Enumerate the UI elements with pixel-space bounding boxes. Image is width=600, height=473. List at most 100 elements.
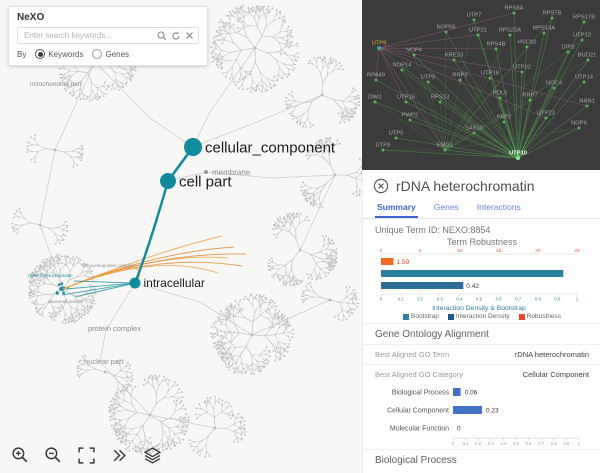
- network-node[interactable]: RPS22A: [499, 28, 521, 37]
- network-node[interactable]: UTP18: [481, 71, 499, 80]
- network-node[interactable]: UTP21: [469, 28, 487, 37]
- zoom-in-icon: [11, 446, 27, 462]
- reset-icon[interactable]: [171, 31, 181, 41]
- svg-text:0.4: 0.4: [500, 441, 506, 446]
- network-node[interactable]: UTP7: [467, 13, 482, 22]
- svg-text:15: 15: [496, 248, 502, 254]
- svg-text:0.23: 0.23: [486, 408, 499, 415]
- svg-text:UTP22: UTP22: [513, 65, 531, 71]
- svg-text:BUD21: BUD21: [578, 53, 597, 59]
- svg-text:KRE33: KRE33: [445, 53, 463, 59]
- genes-radio[interactable]: [92, 49, 103, 59]
- network-node[interactable]: UTP8: [376, 143, 391, 152]
- svg-text:0.8: 0.8: [551, 441, 557, 446]
- network-node[interactable]: UTP22: [513, 65, 531, 74]
- network-node[interactable]: UTP6: [421, 75, 436, 84]
- svg-text:10: 10: [457, 248, 463, 254]
- tree-term-label[interactable]: membrane: [212, 168, 251, 177]
- network-node[interactable]: SAS10: [465, 126, 483, 135]
- selected-term-label[interactable]: rDNA heterochromatin: [28, 273, 73, 278]
- network-node[interactable]: UTP15: [397, 95, 415, 104]
- zoom-out-button[interactable]: [41, 443, 65, 467]
- go-alignment-heading: Gene Ontology Alignment: [363, 323, 600, 344]
- svg-text:0.9: 0.9: [563, 441, 569, 446]
- tree-term-label[interactable]: ribonucleoprotein complex: [82, 263, 135, 268]
- network-node[interactable]: UTP23: [537, 111, 555, 120]
- network-node[interactable]: UTP14: [575, 75, 594, 84]
- svg-text:RPS17B: RPS17B: [573, 15, 595, 21]
- network-node[interactable]: UTP9: [372, 41, 387, 51]
- highlighted-term-node[interactable]: cellular_component: [184, 138, 336, 156]
- svg-text:UTP8: UTP8: [376, 143, 391, 149]
- network-node[interactable]: RPS13: [431, 95, 449, 104]
- network-node[interactable]: UTP10: [509, 151, 527, 161]
- network-node[interactable]: NOP6: [571, 121, 587, 130]
- tab-summary[interactable]: Summary: [375, 199, 418, 218]
- term-detail-panel: rDNA heterochromatin Summary Genes Inter…: [362, 170, 600, 473]
- svg-text:SAS10: SAS10: [465, 126, 483, 132]
- network-node[interactable]: RPS7B: [542, 11, 562, 20]
- svg-text:UTP10: UTP10: [509, 151, 527, 157]
- go-term-label: Best Aligned GO Term: [375, 350, 450, 359]
- network-node[interactable]: EMG1: [437, 143, 453, 152]
- interaction-network-pane[interactable]: UTP7 RPS8A RPS7B RPS17B NOP56 UTP21 RPS22A RPS1…: [362, 0, 600, 170]
- svg-text:NOP6: NOP6: [571, 121, 587, 127]
- network-node[interactable]: NOC4: [546, 81, 563, 90]
- network-node[interactable]: POL5: [493, 91, 508, 100]
- double-chevron-icon: [113, 449, 126, 461]
- network-node[interactable]: NOP56: [436, 25, 456, 34]
- network-node[interactable]: PAP2: [497, 115, 511, 124]
- network-node[interactable]: BUD21: [578, 53, 597, 62]
- network-node[interactable]: UTP5: [389, 131, 404, 140]
- network-node[interactable]: NOP14: [392, 63, 412, 72]
- network-node[interactable]: NAN1: [579, 99, 595, 108]
- tree-term-label[interactable]: protein complex: [88, 324, 141, 333]
- network-node[interactable]: RPS17B: [573, 15, 595, 24]
- network-node[interactable]: RPA49: [367, 73, 385, 82]
- tab-interactions[interactable]: Interactions: [476, 202, 521, 212]
- tree-term-label[interactable]: ribosomal subunit: [48, 299, 84, 304]
- mode-keywords[interactable]: Keywords: [35, 49, 83, 59]
- svg-text:DIM1: DIM1: [368, 95, 382, 101]
- highlighted-term-node[interactable]: intracellular: [129, 276, 205, 290]
- mode-genes[interactable]: Genes: [92, 49, 129, 59]
- svg-text:EMG1: EMG1: [437, 143, 453, 149]
- network-node[interactable]: KRE33: [445, 53, 463, 62]
- network-node[interactable]: NOP4: [406, 48, 423, 57]
- search-input[interactable]: [22, 30, 153, 41]
- network-node[interactable]: RPS4B: [486, 42, 506, 51]
- tree-term-label[interactable]: mitochondrial part: [30, 81, 82, 88]
- network-node[interactable]: DIM1: [368, 95, 382, 104]
- highlighted-term-node[interactable]: cell part: [160, 173, 232, 190]
- svg-text:UTP15: UTP15: [397, 95, 415, 101]
- network-node[interactable]: RPS8A: [504, 6, 524, 15]
- keywords-radio[interactable]: [35, 49, 46, 59]
- tree-term-label[interactable]: nuclear part: [84, 357, 125, 366]
- network-node[interactable]: HSC82: [518, 40, 537, 49]
- search-icon[interactable]: [157, 30, 167, 41]
- fit-to-window-button[interactable]: [74, 443, 98, 467]
- clear-icon[interactable]: [185, 31, 194, 40]
- network-node[interactable]: RPS14A: [533, 26, 555, 35]
- ontology-graph-pane[interactable]: mitochondrial part membrane protein comple…: [0, 0, 362, 473]
- network-node[interactable]: UTP13: [573, 33, 591, 42]
- network-node[interactable]: DIP2: [562, 45, 575, 54]
- zoom-out-icon: [44, 446, 60, 462]
- svg-text:5: 5: [419, 248, 422, 254]
- close-icon[interactable]: [373, 178, 389, 194]
- network-node[interactable]: RRP9: [452, 73, 468, 82]
- layers-button[interactable]: [140, 443, 164, 467]
- network-node[interactable]: RRP7: [522, 93, 538, 102]
- zoom-in-button[interactable]: [8, 443, 32, 467]
- svg-text:UTP21: UTP21: [469, 28, 487, 34]
- go-category-label: Best Aligned GO Category: [375, 370, 463, 379]
- svg-text:20: 20: [535, 248, 541, 254]
- expand-nodes-button[interactable]: [107, 443, 131, 467]
- svg-text:RRP7: RRP7: [522, 93, 537, 99]
- network-node[interactable]: PWP2: [402, 113, 418, 122]
- app-title: NeXO: [17, 12, 45, 23]
- svg-text:25: 25: [574, 248, 580, 254]
- tab-genes[interactable]: Genes: [433, 202, 459, 212]
